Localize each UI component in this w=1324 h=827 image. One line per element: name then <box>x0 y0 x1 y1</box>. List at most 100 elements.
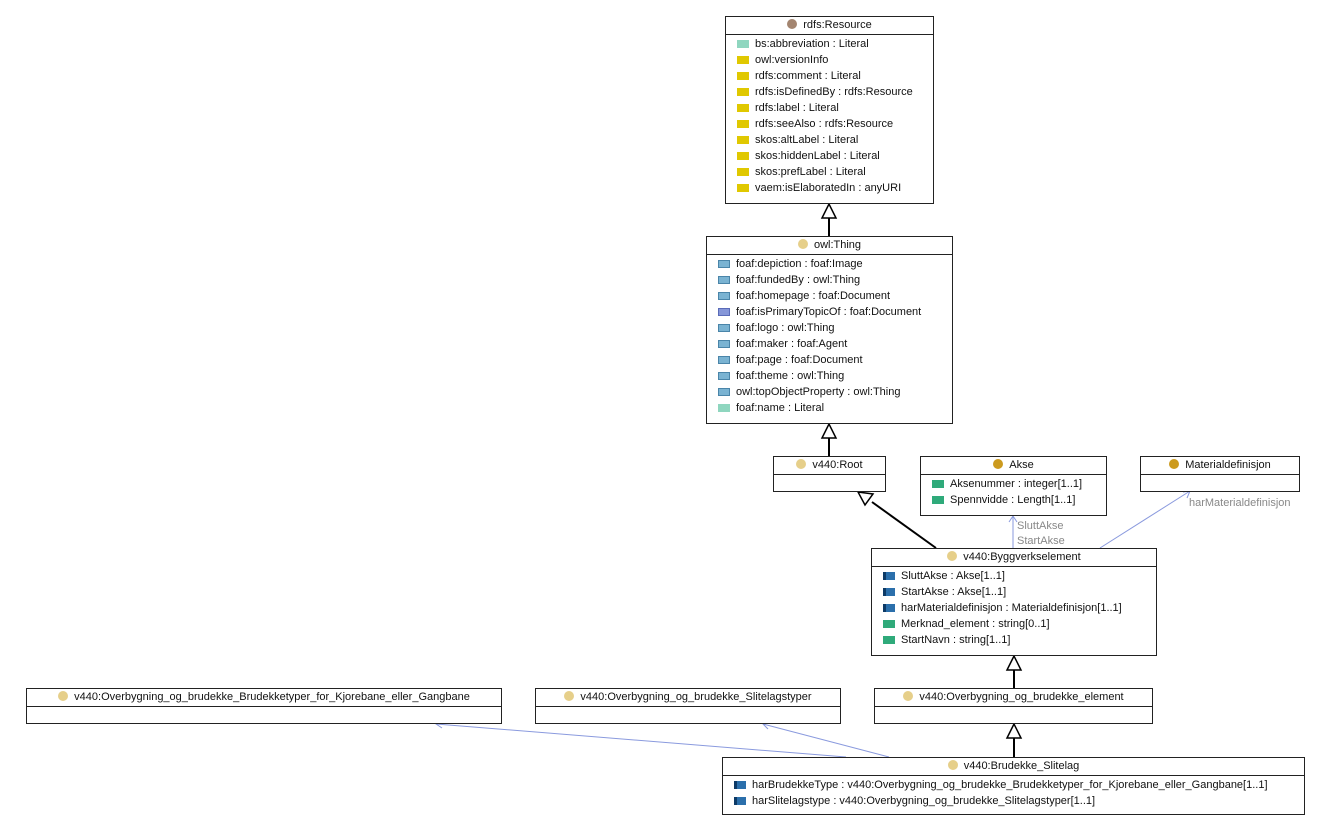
attribute-row[interactable]: foaf:depiction : foaf:Image <box>707 256 952 272</box>
attribute-label: Aksenummer : integer[1..1] <box>950 478 1083 490</box>
class-owl-thing[interactable]: owl:Thing foaf:depiction : foaf:Image foa… <box>706 236 953 424</box>
object-property-icon <box>718 292 730 300</box>
attribute-label: foaf:fundedBy : owl:Thing <box>736 274 861 286</box>
class-header: rdfs:Resource <box>726 17 933 35</box>
object-property-icon <box>718 388 730 396</box>
annotation-property-icon <box>737 56 749 64</box>
class-icon <box>564 691 575 701</box>
class-brudekke-slitelag[interactable]: v440:Brudekke_Slitelag harBrudekkeType :… <box>722 757 1305 815</box>
attribute-row[interactable]: StartAkse : Akse[1..1] <box>872 584 1156 600</box>
attribute-row[interactable]: owl:versionInfo <box>726 52 933 68</box>
definition-class-icon <box>993 459 1004 469</box>
class-title: Materialdefinisjon <box>1185 459 1271 471</box>
class-header: v440:Overbygning_og_brudekke_Brudekketyp… <box>27 689 501 707</box>
attribute-label: skos:prefLabel : Literal <box>755 166 866 178</box>
attribute-row[interactable]: StartNavn : string[1..1] <box>872 632 1156 648</box>
class-header: Akse <box>921 457 1106 475</box>
attribute-label: StartNavn : string[1..1] <box>901 634 1011 646</box>
object-property-icon <box>734 797 746 805</box>
attribute-row[interactable]: harSlitelagstype : v440:Overbygning_og_b… <box>723 793 1304 809</box>
class-header: v440:Byggverkselement <box>872 549 1156 567</box>
attribute-row[interactable]: foaf:maker : foaf:Agent <box>707 336 952 352</box>
class-akse[interactable]: Akse Aksenummer : integer[1..1] Spennvidd… <box>920 456 1107 516</box>
class-header: owl:Thing <box>707 237 952 255</box>
class-icon <box>58 691 69 701</box>
generalization-byggverk-to-root <box>856 491 937 549</box>
attribute-row[interactable]: skos:prefLabel : Literal <box>726 164 933 180</box>
class-overbygning-element[interactable]: v440:Overbygning_og_brudekke_element <box>874 688 1153 724</box>
attribute-label: Spennvidde : Length[1..1] <box>950 494 1076 506</box>
class-rdfs-resource[interactable]: rdfs:Resource bs:abbreviation : Literal o… <box>725 16 934 204</box>
datatype-property-icon <box>883 620 895 628</box>
attribute-label: foaf:page : foaf:Document <box>736 354 863 366</box>
annotation-property-icon <box>737 136 749 144</box>
class-icon <box>947 551 958 561</box>
attribute-row[interactable]: skos:hiddenLabel : Literal <box>726 148 933 164</box>
annotation-property-icon <box>737 104 749 112</box>
annotation-property-icon <box>737 72 749 80</box>
attribute-row[interactable]: rdfs:seeAlso : rdfs:Resource <box>726 116 933 132</box>
edge-label-slutt-akse: SluttAkse <box>1017 520 1064 532</box>
literal-property-icon <box>737 40 749 48</box>
attribute-label: skos:altLabel : Literal <box>755 134 859 146</box>
class-title: rdfs:Resource <box>803 19 872 31</box>
attribute-label: foaf:homepage : foaf:Document <box>736 290 891 302</box>
class-byggverkselement[interactable]: v440:Byggverkselement SluttAkse : Akse[1… <box>871 548 1157 656</box>
attribute-label: foaf:name : Literal <box>736 402 825 414</box>
object-property-icon <box>734 781 746 789</box>
attribute-row[interactable]: harMaterialdefinisjon : Materialdefinisj… <box>872 600 1156 616</box>
annotation-property-icon <box>737 168 749 176</box>
class-header: v440:Brudekke_Slitelag <box>723 758 1304 776</box>
class-title: v440:Overbygning_og_brudekke_Slitelagsty… <box>580 691 812 703</box>
class-slitelagstyper[interactable]: v440:Overbygning_og_brudekke_Slitelagsty… <box>535 688 841 724</box>
attribute-label: bs:abbreviation : Literal <box>755 38 869 50</box>
class-title: owl:Thing <box>813 239 862 251</box>
attribute-label: harSlitelagstype : v440:Overbygning_og_b… <box>752 795 1096 807</box>
attribute-row[interactable]: rdfs:label : Literal <box>726 100 933 116</box>
class-materialdefinisjon[interactable]: Materialdefinisjon <box>1140 456 1300 492</box>
datatype-property-icon <box>883 636 895 644</box>
class-icon <box>903 691 914 701</box>
attribute-row[interactable]: foaf:name : Literal <box>707 400 952 416</box>
attribute-label: foaf:maker : foaf:Agent <box>736 338 848 350</box>
attribute-row[interactable]: foaf:page : foaf:Document <box>707 352 952 368</box>
object-property-icon <box>883 588 895 596</box>
attribute-label: harBrudekkeType : v440:Overbygning_og_br… <box>752 779 1268 791</box>
attribute-row[interactable]: skos:altLabel : Literal <box>726 132 933 148</box>
class-v440-root[interactable]: v440:Root <box>773 456 886 492</box>
attribute-row[interactable]: Spennvidde : Length[1..1] <box>921 492 1106 508</box>
generalization-root-to-thing <box>820 422 838 456</box>
class-header: Materialdefinisjon <box>1141 457 1299 475</box>
attribute-row[interactable]: foaf:isPrimaryTopicOf : foaf:Document <box>707 304 952 320</box>
object-property-icon <box>718 340 730 348</box>
attribute-row[interactable]: foaf:fundedBy : owl:Thing <box>707 272 952 288</box>
attribute-row[interactable]: bs:abbreviation : Literal <box>726 36 933 52</box>
attribute-row[interactable]: rdfs:isDefinedBy : rdfs:Resource <box>726 84 933 100</box>
attribute-label: StartAkse : Akse[1..1] <box>901 586 1007 598</box>
attribute-row[interactable]: Aksenummer : integer[1..1] <box>921 476 1106 492</box>
attribute-row[interactable]: vaem:isElaboratedIn : anyURI <box>726 180 933 196</box>
annotation-property-icon <box>737 120 749 128</box>
attribute-row[interactable]: harBrudekkeType : v440:Overbygning_og_br… <box>723 777 1304 793</box>
edge-label-start-akse: StartAkse <box>1017 535 1065 547</box>
attribute-label: owl:versionInfo <box>755 54 829 66</box>
attribute-row[interactable]: SluttAkse : Akse[1..1] <box>872 568 1156 584</box>
attribute-label: skos:hiddenLabel : Literal <box>755 150 880 162</box>
class-header: v440:Overbygning_og_brudekke_Slitelagsty… <box>536 689 840 707</box>
attribute-row[interactable]: foaf:logo : owl:Thing <box>707 320 952 336</box>
attribute-label: SluttAkse : Akse[1..1] <box>901 570 1005 582</box>
attribute-label: vaem:isElaboratedIn : anyURI <box>755 182 902 194</box>
attribute-row[interactable]: foaf:homepage : foaf:Document <box>707 288 952 304</box>
attribute-row[interactable]: Merknad_element : string[0..1] <box>872 616 1156 632</box>
object-property-icon <box>718 324 730 332</box>
class-brudekketyper[interactable]: v440:Overbygning_og_brudekke_Brudekketyp… <box>26 688 502 724</box>
attribute-row[interactable]: rdfs:comment : Literal <box>726 68 933 84</box>
attribute-row[interactable]: foaf:theme : owl:Thing <box>707 368 952 384</box>
attribute-label: Merknad_element : string[0..1] <box>901 618 1050 630</box>
object-property-icon <box>718 356 730 364</box>
object-property-icon <box>883 572 895 580</box>
attribute-row[interactable]: owl:topObjectProperty : owl:Thing <box>707 384 952 400</box>
object-property-icon <box>883 604 895 612</box>
association-materialdefinisjon <box>1099 490 1191 549</box>
